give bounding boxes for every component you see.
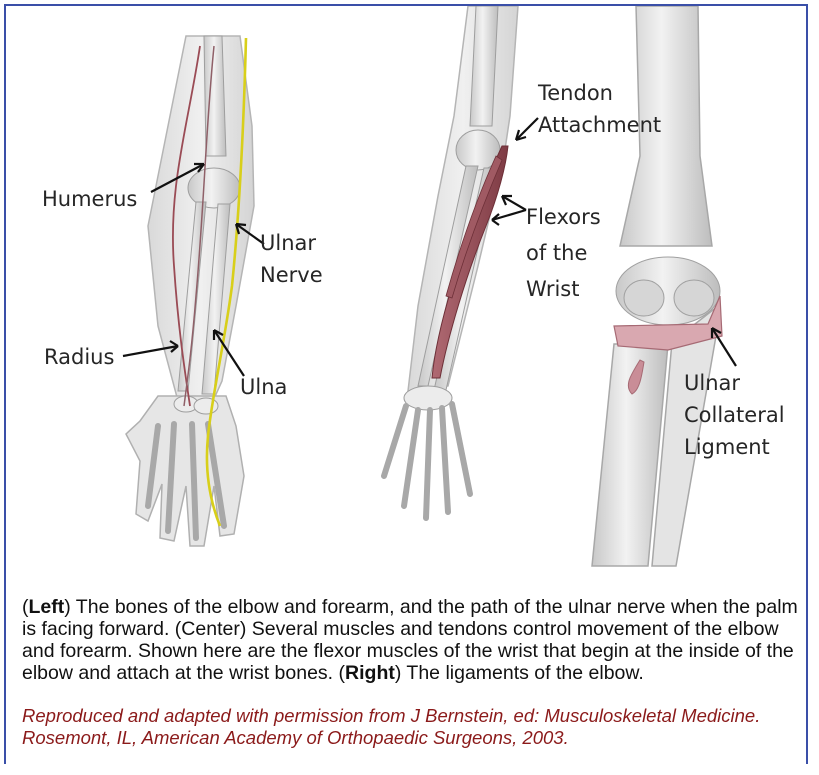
label-ulnar-nerve-line1: Ulnar xyxy=(260,228,316,258)
arm-illustrations xyxy=(8,6,808,576)
left-arm-illustration xyxy=(123,36,264,546)
center-arm-illustration xyxy=(384,6,538,518)
label-ucl-line1: Ulnar xyxy=(684,368,740,398)
label-ucl-line2: Collateral xyxy=(684,400,785,430)
label-ulnar-nerve-line2: Nerve xyxy=(260,260,323,290)
caption-part2: ) The ligaments of the elbow. xyxy=(395,662,644,684)
caption-left-bold: Left xyxy=(29,596,65,618)
label-flexors-line1: Flexors xyxy=(526,202,601,232)
caption-right-bold: Right xyxy=(345,662,395,684)
label-radius: Radius xyxy=(44,342,114,372)
label-tendon-line2: Attachment xyxy=(538,110,661,140)
label-ucl-line3: Ligment xyxy=(684,432,770,462)
label-ulna: Ulna xyxy=(240,372,287,402)
figure-caption: (Left) The bones of the elbow and forear… xyxy=(22,596,802,684)
label-tendon-line1: Tendon xyxy=(538,78,613,108)
anatomy-figure: Humerus Ulnar Nerve Radius Ulna Tendon A… xyxy=(8,6,808,576)
right-elbow-illustration xyxy=(592,6,736,566)
label-flexors-line3: Wrist xyxy=(526,274,579,304)
label-flexors-line2: of the xyxy=(526,238,587,268)
label-humerus: Humerus xyxy=(42,184,137,214)
figure-credit: Reproduced and adapted with permission f… xyxy=(22,705,802,749)
